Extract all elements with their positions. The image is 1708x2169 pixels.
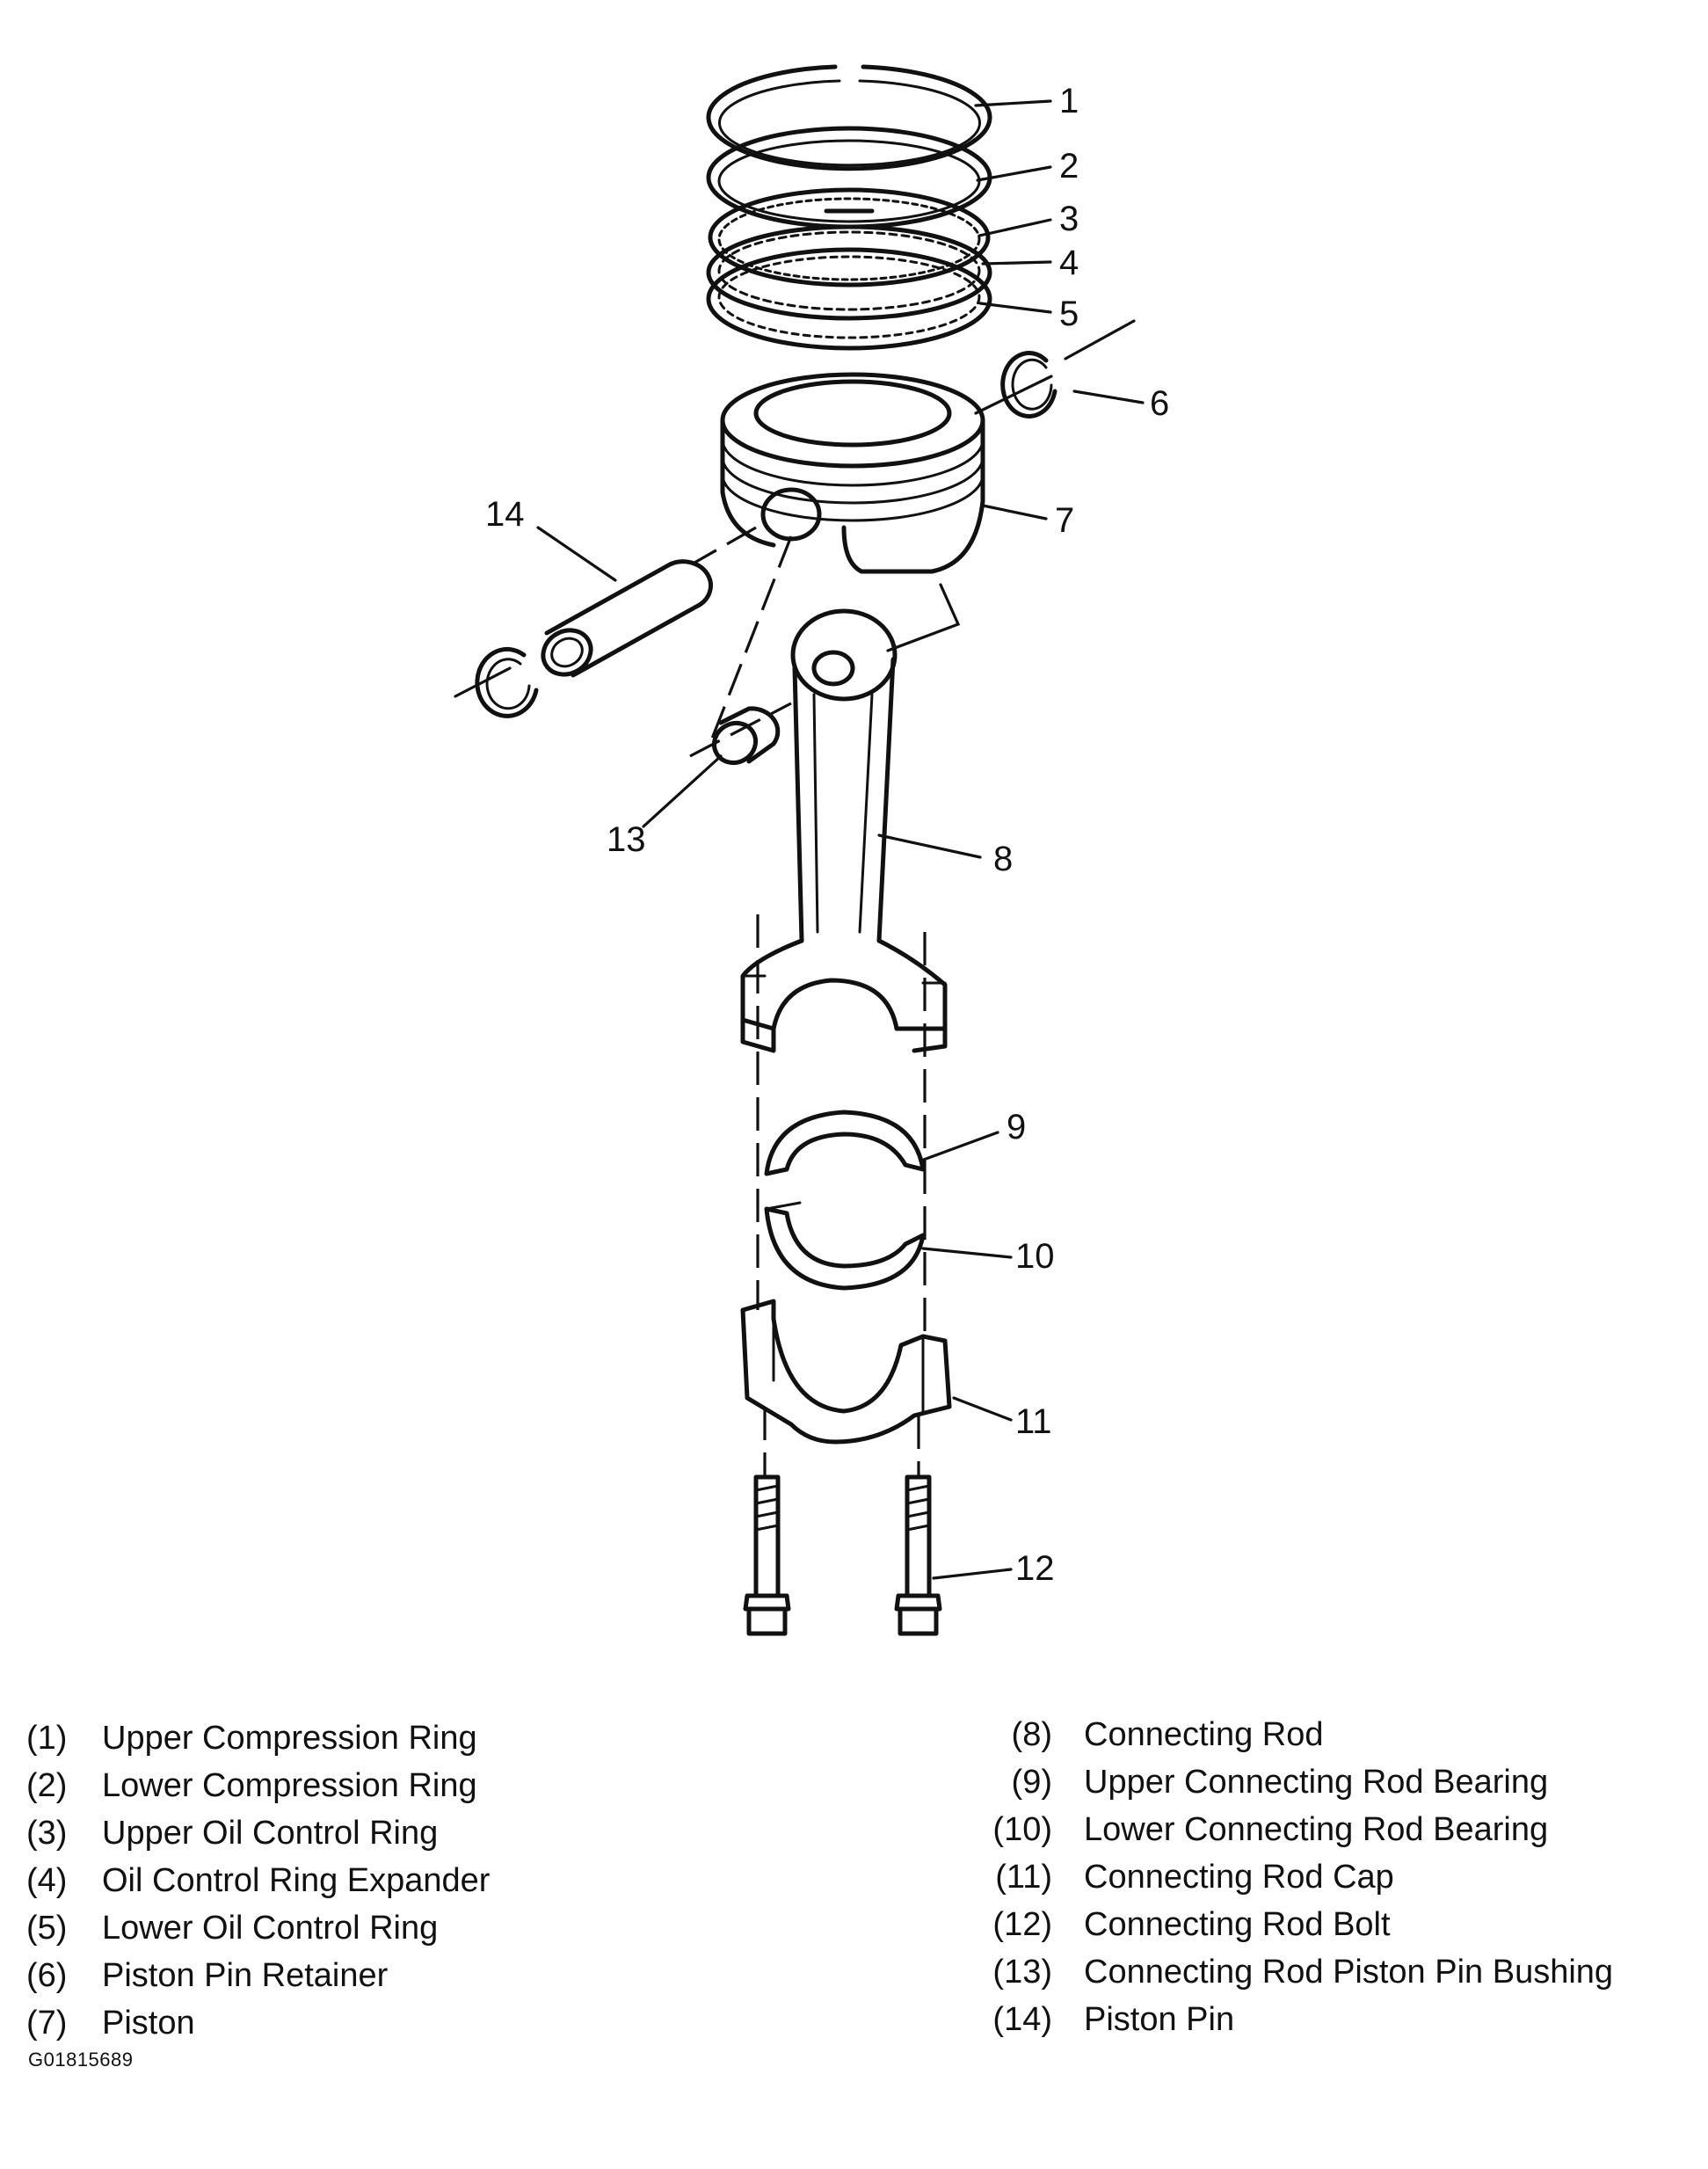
legend-item: (3) Upper Oil Control Ring xyxy=(26,1809,490,1857)
piston-pin-retainer-right xyxy=(1000,351,1058,419)
legend-text: Connecting Rod Cap xyxy=(1084,1859,1394,1896)
legend-text: Lower Compression Ring xyxy=(102,1767,477,1804)
legend-text: Oil Control Ring Expander xyxy=(102,1862,491,1899)
connecting-rod-bolt-left xyxy=(743,1474,791,1636)
legend-number: (6) xyxy=(26,1957,68,1994)
legend-number: (14) xyxy=(992,2001,1052,2038)
legend-number: (3) xyxy=(26,1815,68,1852)
legend-item: (7) Piston xyxy=(26,1999,490,2047)
legend-text: Upper Oil Control Ring xyxy=(102,1815,439,1852)
legend-item: (2) Lower Compression Ring xyxy=(26,1762,490,1809)
legend-number: (11) xyxy=(995,1859,1052,1896)
piston-pin-retainer-left xyxy=(475,646,539,718)
callout-11: 11 xyxy=(1015,1402,1052,1441)
callout-10: 10 xyxy=(1015,1237,1055,1276)
callout-5: 5 xyxy=(1059,295,1079,333)
upper-compression-ring xyxy=(706,64,992,171)
legend-item: (6) Piston Pin Retainer xyxy=(26,1952,490,1999)
legend-item: (11) Connecting Rod Cap xyxy=(980,1853,1613,1901)
callout-8: 8 xyxy=(993,840,1013,878)
legend-text: Connecting Rod Piston Pin Bushing xyxy=(1084,1954,1614,1991)
callout-numbers: 1 2 3 4 5 6 7 8 9 10 11 12 13 14 xyxy=(485,82,1169,1588)
legend-number: (13) xyxy=(992,1954,1052,1991)
legend-item: (12) Connecting Rod Bolt xyxy=(980,1901,1613,1948)
legend-text: Upper Compression Ring xyxy=(102,1720,477,1757)
callout-1: 1 xyxy=(1059,82,1079,120)
legend-number: (1) xyxy=(26,1720,68,1757)
callout-9: 9 xyxy=(1007,1108,1026,1146)
legend-item: (10) Lower Connecting Rod Bearing xyxy=(980,1806,1613,1853)
callout-4: 4 xyxy=(1059,244,1079,282)
legend-number: (9) xyxy=(1011,1764,1052,1801)
legend-number: (8) xyxy=(1011,1716,1052,1753)
piston xyxy=(720,372,985,574)
legend-text: Piston Pin Retainer xyxy=(102,1957,389,1994)
legend-item: (1) Upper Compression Ring xyxy=(26,1714,490,1762)
lower-oil-control-ring xyxy=(706,247,992,351)
callout-13: 13 xyxy=(607,820,646,859)
legend-text: Piston xyxy=(102,2005,195,2042)
exploded-piston-rod-diagram: 1 2 3 4 5 6 7 8 9 10 11 12 13 14 xyxy=(454,64,1169,1636)
connecting-rod-piston-pin-bushing xyxy=(711,706,781,766)
legend-item: (5) Lower Oil Control Ring xyxy=(26,1904,490,1952)
legend-text: Connecting Rod xyxy=(1084,1716,1324,1753)
legend-item: (9) Upper Connecting Rod Bearing xyxy=(980,1758,1613,1806)
legend-text: Lower Oil Control Ring xyxy=(102,1910,439,1947)
legend-text: Piston Pin xyxy=(1084,2001,1235,2038)
legend-right-column: (8) Connecting Rod (9) Upper Connecting Ro… xyxy=(980,1711,1613,2043)
legend-number: (5) xyxy=(26,1910,68,1947)
callout-6: 6 xyxy=(1150,384,1169,423)
connecting-rod-cap xyxy=(740,1299,952,1445)
assembly-centerlines xyxy=(454,319,1136,1477)
leader-lines xyxy=(536,99,1145,1580)
legend-item: (8) Connecting Rod xyxy=(980,1711,1613,1758)
callout-2: 2 xyxy=(1059,147,1079,186)
callout-7: 7 xyxy=(1055,501,1074,540)
callout-3: 3 xyxy=(1059,200,1079,238)
legend-number: (2) xyxy=(26,1767,68,1804)
lower-connecting-rod-bearing xyxy=(764,1201,926,1291)
legend-number: (4) xyxy=(26,1862,68,1899)
legend-item: (4) Oil Control Ring Expander xyxy=(26,1857,490,1904)
connecting-rod xyxy=(740,608,948,1053)
legend-number: (12) xyxy=(992,1906,1052,1943)
legend-number: (10) xyxy=(992,1811,1052,1848)
oil-control-ring-expander xyxy=(706,224,992,321)
legend-item: (13) Connecting Rod Piston Pin Bushing xyxy=(980,1948,1613,1996)
callout-12: 12 xyxy=(1015,1549,1055,1588)
legend-text: Upper Connecting Rod Bearing xyxy=(1084,1764,1549,1801)
legend-text: Lower Connecting Rod Bearing xyxy=(1084,1811,1549,1848)
figure-id: G01815689 xyxy=(28,2049,134,2071)
upper-oil-control-ring xyxy=(708,187,991,288)
connecting-rod-bolt-right xyxy=(894,1474,942,1636)
legend-number: (7) xyxy=(26,2005,68,2042)
legend-left-column: (1) Upper Compression Ring (2) Lower Compr… xyxy=(26,1714,490,2047)
legend-text: Connecting Rod Bolt xyxy=(1084,1906,1391,1943)
callout-14: 14 xyxy=(485,495,525,534)
upper-connecting-rod-bearing xyxy=(764,1110,926,1176)
piston-pin xyxy=(541,559,713,678)
legend-item: (14) Piston Pin xyxy=(980,1996,1613,2043)
